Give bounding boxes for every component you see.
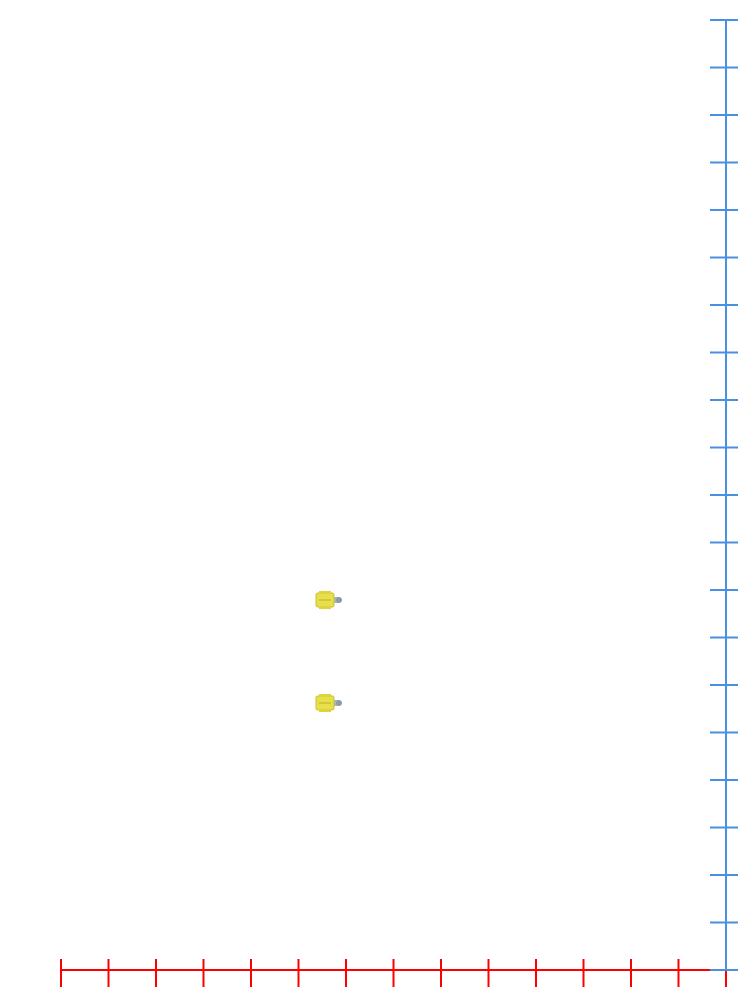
- robot-icon: [315, 591, 342, 609]
- robot-icon: [315, 694, 342, 712]
- agent-robot: [313, 591, 343, 609]
- agent-robot: [313, 694, 343, 712]
